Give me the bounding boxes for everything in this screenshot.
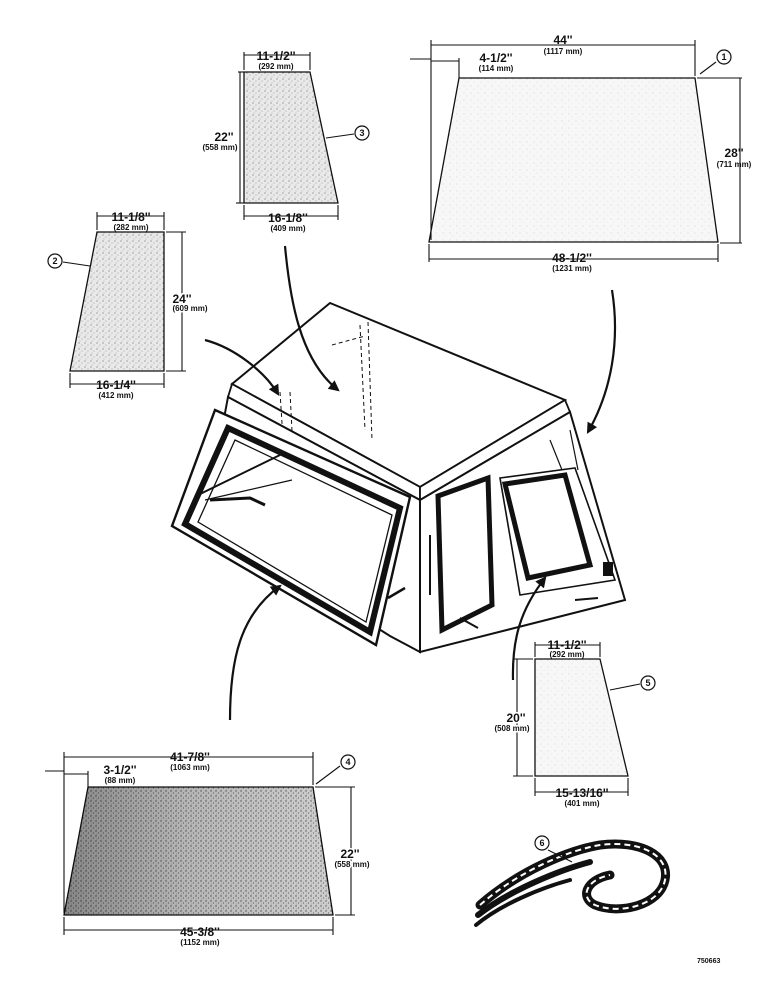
glass-panel-2-shape [69, 231, 165, 372]
glass-panel-1: 44'' (1117 mm) 4-1/2'' (114 mm) 28'' (71… [410, 33, 752, 273]
panel-4-top-mm: (1063 mm) [170, 763, 210, 772]
panel-2-bottom-dim: 16-1/4'' [96, 378, 136, 392]
panel-4-height-mm: (558 mm) [334, 860, 369, 869]
callout-2: 2 [52, 256, 57, 266]
panel-2-top-mm: (282 mm) [113, 223, 148, 232]
panel-4-height-dim: 22'' [340, 847, 359, 861]
panel-2-bottom-mm: (412 mm) [98, 391, 133, 400]
panel-5-bottom-mm: (401 mm) [564, 799, 599, 808]
callout-1: 1 [721, 52, 726, 62]
callout-3: 3 [359, 128, 364, 138]
panel-1-height-dim: 28'' [724, 146, 743, 160]
panel-1-bottom-mm: (1231 mm) [552, 264, 592, 273]
glass-panel-4: 41-7/8'' (1063 mm) 3-1/2'' (88 mm) 22'' … [45, 750, 371, 947]
glass-panel-2: 11-1/8'' (282 mm) 24'' (609 mm) 16-1/4''… [47, 210, 209, 400]
glass-panel-5-shape [534, 658, 629, 777]
glass-panel-1-shape [428, 77, 719, 243]
glass-panel-3-shape [243, 71, 339, 204]
panel-3-top-dim: 11-1/2'' [256, 49, 295, 63]
callout-5: 5 [645, 678, 650, 688]
panel-2-top-dim: 11-1/8'' [111, 210, 150, 224]
panel-4-inset-mm: (88 mm) [105, 776, 136, 785]
panel-1-top-dim: 44'' [553, 33, 572, 47]
panel-3-height-mm: (558 mm) [202, 143, 237, 152]
drawing-code: 750663 [697, 958, 720, 965]
panel-5-height-mm: (508 mm) [494, 724, 529, 733]
glass-panel-3: 11-1/2'' (292 mm) 22'' (558 mm) 16-1/8''… [202, 49, 370, 233]
cab-illustration [170, 301, 627, 654]
pointer-arrows [204, 245, 617, 721]
seal-strip-6: 6 [474, 835, 670, 927]
panel-3-bottom-dim: 16-1/8'' [268, 211, 308, 225]
panel-4-bottom-dim: 45-3/8'' [180, 925, 220, 939]
panel-2-height-mm: (609 mm) [172, 304, 207, 313]
callout-4: 4 [345, 757, 350, 767]
panel-3-top-mm: (292 mm) [258, 62, 293, 71]
panel-4-bottom-mm: (1152 mm) [180, 938, 219, 947]
panel-1-height-mm: (711 mm) [717, 160, 752, 169]
panel-5-top-mm: (292 mm) [549, 650, 584, 659]
panel-5-height-dim: 20'' [506, 711, 525, 725]
panel-5-top-dim: 11-1/2'' [547, 638, 586, 652]
glass-panel-5: 11-1/2'' (292 mm) 20'' (508 mm) 15-13/16… [493, 638, 656, 808]
panel-3-height-dim: 22'' [214, 130, 233, 144]
panel-2-height-dim: 24'' [172, 292, 191, 306]
panel-4-inset-dim: 3-1/2'' [103, 763, 136, 777]
panel-5-bottom-dim: 15-13/16'' [555, 786, 608, 800]
panel-1-inset-dim: 4-1/2'' [479, 51, 512, 65]
panel-1-inset-mm: (114 mm) [479, 64, 514, 73]
panel-1-top-mm: (1117 mm) [544, 47, 583, 56]
panel-4-top-dim: 41-7/8'' [170, 750, 210, 764]
panel-3-bottom-mm: (409 mm) [270, 224, 305, 233]
panel-1-bottom-dim: 48-1/2'' [552, 251, 592, 265]
callout-6: 6 [539, 838, 544, 848]
